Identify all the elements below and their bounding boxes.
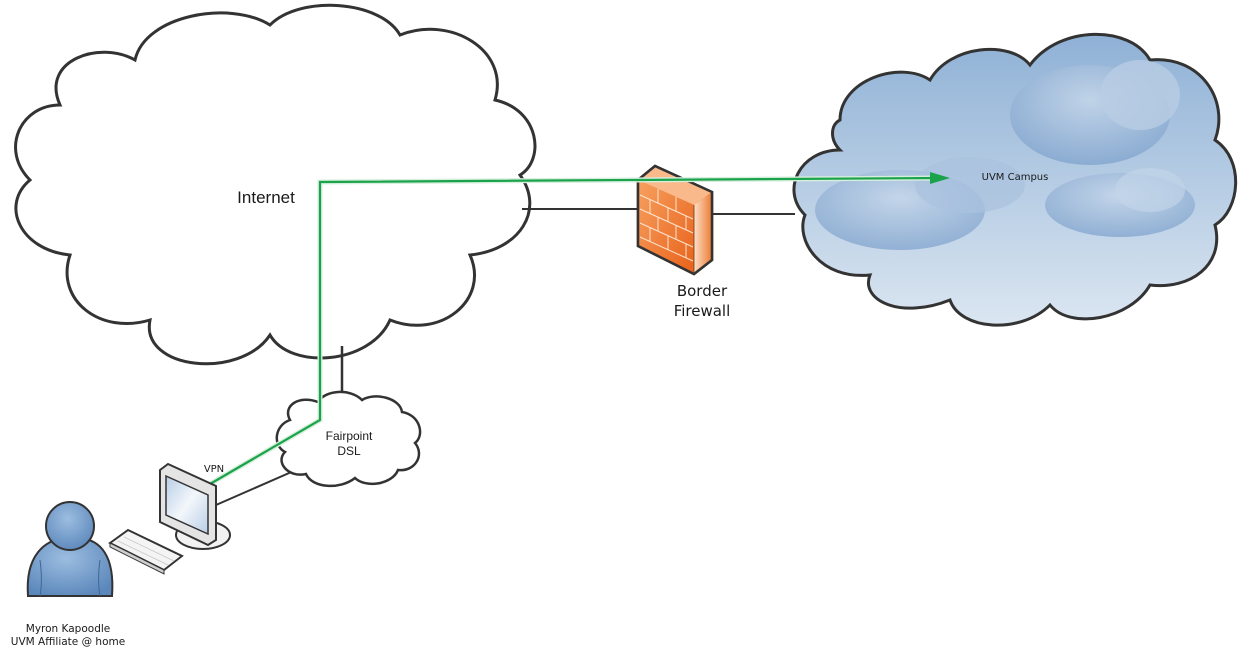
internet-cloud: [14, 3, 537, 366]
campus-label: UVM Campus: [982, 172, 1049, 183]
firewall-label-line1: Border: [677, 282, 728, 300]
fairpoint-dsl-cloud: [275, 390, 422, 487]
campus-cloud: [792, 32, 1238, 327]
fairpoint-label-line2: DSL: [337, 444, 361, 458]
user-role-label: UVM Affiliate @ home: [11, 636, 125, 648]
computer-icon: [159, 462, 231, 550]
firewall-icon: [636, 164, 714, 276]
vpn-path: [208, 172, 950, 487]
vpn-label: VPN: [204, 464, 224, 475]
vpn-arrowhead-icon: [930, 172, 950, 184]
fairpoint-label-line1: Fairpoint: [326, 429, 373, 443]
dsl-computer-link: [215, 469, 297, 506]
keyboard-icon: [108, 528, 184, 575]
user-name-label: Myron Kapoodle: [26, 623, 110, 635]
internet-label: Internet: [237, 188, 295, 207]
firewall-label-line2: Firewall: [674, 302, 731, 320]
user-avatar-icon: [26, 501, 114, 597]
